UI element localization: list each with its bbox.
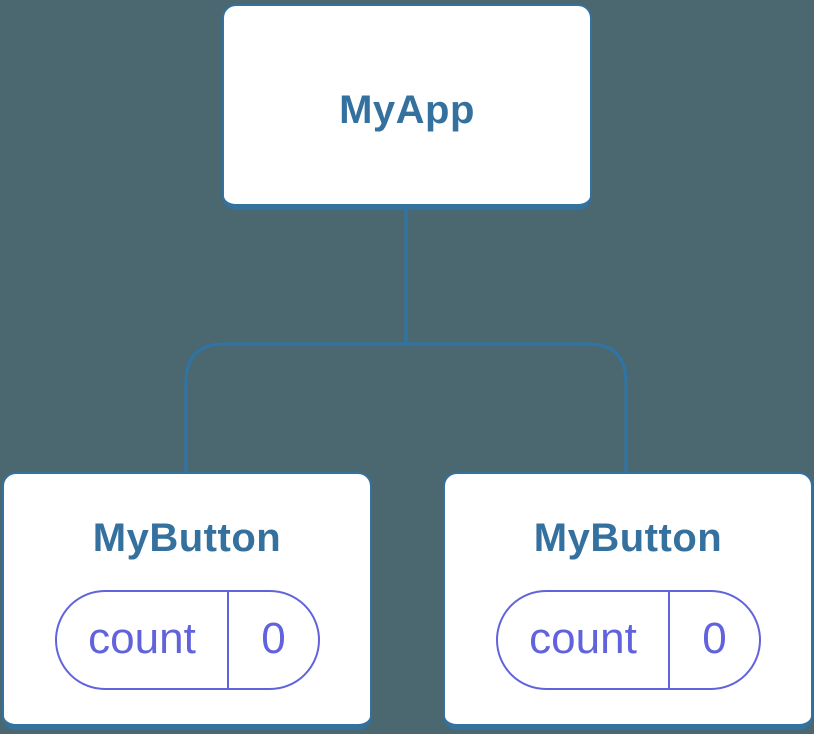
children-bracket-line <box>184 342 628 472</box>
state-name: count <box>57 592 229 688</box>
node-mybutton-left: MyButton count 0 <box>2 472 372 730</box>
node-label: MyButton <box>533 516 723 560</box>
state-value: 0 <box>702 614 727 663</box>
state-pill: count 0 <box>55 590 320 690</box>
node-myapp: MyApp <box>222 4 592 210</box>
state-pill: count 0 <box>496 590 761 690</box>
node-label: MyApp <box>339 87 475 132</box>
node-mybutton-right: MyButton count 0 <box>443 472 813 730</box>
node-label: MyButton <box>92 516 282 560</box>
state-name: count <box>498 592 670 688</box>
state-value: 0 <box>261 614 286 663</box>
